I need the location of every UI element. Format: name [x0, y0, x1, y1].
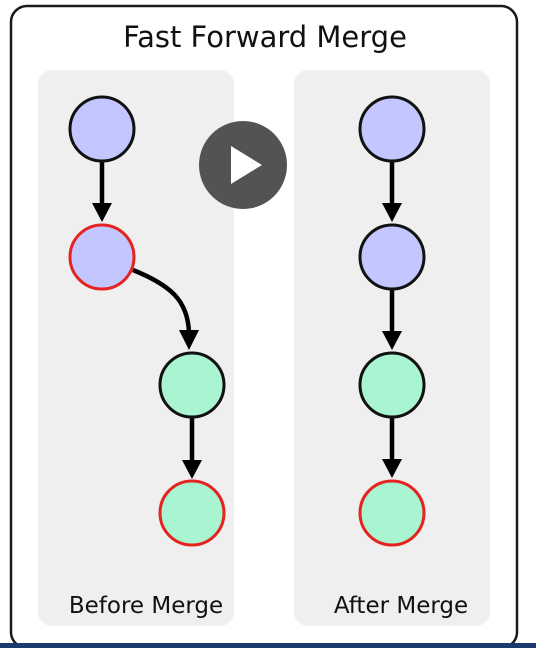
bottom-accent-strip	[0, 643, 536, 648]
play-icon[interactable]	[231, 146, 262, 184]
before-feature-commit-1-node	[158, 351, 226, 419]
after-commit-1-node	[358, 95, 426, 163]
play-button[interactable]	[199, 121, 287, 209]
before-merge-edges	[92, 161, 202, 479]
edge-before-c2-c3	[132, 267, 192, 334]
arrowhead-after-c1-c2	[382, 203, 402, 222]
arrowhead-before-c2-c3	[179, 330, 199, 350]
before-merge-label: Before Merge	[69, 593, 223, 619]
arrowhead-after-c2-c3	[382, 331, 402, 350]
arrowhead-after-c3-c4	[382, 459, 402, 478]
before-commit-2-head-node	[68, 223, 136, 291]
after-commit-2-node	[358, 223, 426, 291]
after-feature-commit-2-head-node	[358, 479, 426, 547]
arrowhead-before-c3-c4	[182, 460, 202, 479]
before-feature-commit-2-head-node	[158, 479, 226, 547]
after-merge-edges	[382, 161, 402, 478]
arrowhead-before-c1-c2	[92, 203, 112, 222]
before-commit-1-node	[68, 95, 136, 163]
after-feature-commit-1-node	[358, 351, 426, 419]
diagram-title: Fast Forward Merge	[123, 20, 407, 54]
after-merge-label: After Merge	[334, 593, 468, 619]
